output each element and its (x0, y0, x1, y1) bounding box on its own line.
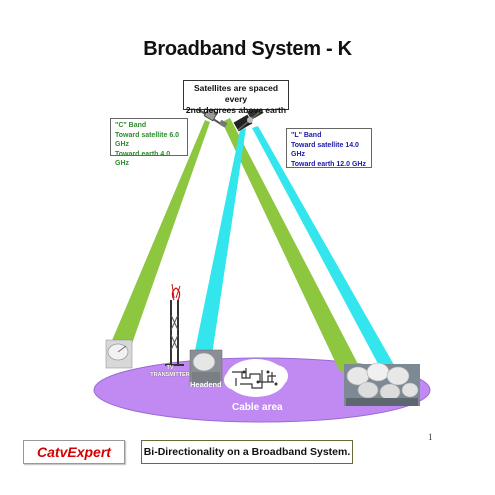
headend-dish-icon (189, 349, 223, 387)
brand-logo: CatvExpert (23, 440, 125, 464)
c-band-downlink: Toward earth 4.0 GHz (115, 150, 171, 168)
page-number: 1 (428, 432, 433, 442)
c-band-uplink: Toward satellite 6.0 GHz (115, 131, 180, 149)
satellite-note-line-1: Satellites are spaced every (193, 83, 279, 104)
cable-network-cloud-icon (224, 359, 288, 397)
headend-label: Headend (190, 380, 222, 389)
l-band-info-box: "L" Band Toward satellite 14.0 GHz Towar… (286, 128, 372, 168)
c-band-name: "C" Band (115, 122, 147, 129)
cable-area-label: Cable area (232, 402, 283, 413)
satellite-note-line-2: 2nd degrees above earth (185, 105, 287, 115)
slide-title: Broadband System - K (143, 38, 352, 60)
satellite-dish-left-icon (105, 339, 133, 369)
tv-transmitter-label-line-2: TRANSMITTER (150, 372, 190, 378)
l-band-beam-left (192, 128, 246, 368)
c-band-beam-left (108, 120, 210, 355)
slide-caption: Bi-Directionality on a Broadband System. (141, 440, 353, 464)
satellite-spacing-note: Satellites are spaced every 2nd degrees … (183, 80, 289, 115)
l-band-downlink: Toward earth 12.0 GHz (291, 160, 366, 168)
c-band-info-box: "C" Band Toward satellite 6.0 GHz Toward… (110, 118, 188, 167)
dish-farm-icon (344, 362, 420, 406)
l-band-uplink: Toward satellite 14.0 GHz (291, 141, 359, 159)
tv-transmitter-tower-icon (165, 283, 184, 366)
tv-transmitter-label-line-1: TV (166, 365, 174, 371)
l-band-beam-right (252, 126, 398, 375)
c-band-beam-right (222, 118, 360, 372)
tv-transmitter-label: TV TRANSMITTER (146, 365, 194, 379)
l-band-name: "L" Band (291, 132, 322, 139)
